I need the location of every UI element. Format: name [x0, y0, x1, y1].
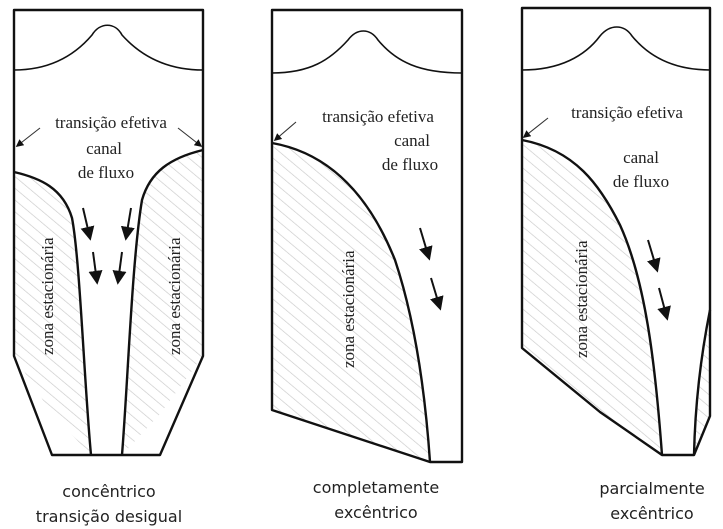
silo-concentric: transição efetiva canal de fluxo zona es…: [12, 8, 205, 457]
flow-boundary: [521, 138, 664, 456]
effective-transition-label: transição efetiva: [571, 103, 683, 122]
flow-arrow: [419, 227, 433, 261]
flow-arrow: [112, 251, 127, 285]
flow-channel-label-line2: de fluxo: [382, 155, 438, 174]
flow-arrow: [647, 239, 661, 273]
flow-arrow: [430, 277, 444, 311]
caption-right-line2: excêntrico: [610, 504, 693, 523]
stationary-zone-label-right: zona estacionária: [165, 237, 184, 355]
silo-partially-eccentric: transição efetiva canal de fluxo zona es…: [520, 6, 712, 457]
flow-boundary-left: [13, 170, 93, 456]
flow-channel-label-line1: canal: [623, 148, 659, 167]
caption-middle-line1: completamente: [313, 478, 439, 497]
flow-channel-label-line2: de fluxo: [78, 163, 134, 182]
caption-left-line2: transição desigual: [36, 507, 182, 526]
stationary-zone-left-hatch: [14, 172, 91, 455]
transition-leader-left: [15, 127, 41, 147]
stationary-zone-hatch: [272, 143, 430, 462]
caption-left-line1: concêntrico: [62, 482, 155, 501]
silo-wall: [270, 8, 464, 464]
stationary-zone-label-left: zona estacionária: [38, 237, 57, 355]
material-surface: [13, 24, 204, 71]
effective-transition-label: transição efetiva: [55, 113, 167, 132]
stationary-zone-hatch-right: [694, 310, 710, 455]
flow-arrow: [80, 207, 95, 241]
caption-right-line1: parcialmente: [599, 479, 704, 498]
flow-boundary-right: [120, 148, 204, 456]
silo-fully-eccentric: transição efetiva canal de fluxo zona es…: [270, 8, 464, 464]
flow-boundary: [271, 141, 432, 463]
material-surface: [521, 26, 711, 71]
flow-channel-label-line2: de fluxo: [613, 172, 669, 191]
material-surface: [271, 30, 463, 74]
caption-middle-line2: excêntrico: [334, 503, 417, 522]
stationary-zone-right-hatch: [122, 150, 203, 455]
effective-transition-label: transição efetiva: [322, 107, 434, 126]
flow-arrow: [88, 251, 103, 285]
flow-channel-label-line1: canal: [86, 139, 122, 158]
transition-leader: [273, 121, 297, 142]
flow-channel-label-line1: canal: [394, 131, 430, 150]
silo-wall: [12, 8, 205, 457]
flow-arrow: [657, 287, 671, 321]
stationary-zone-label: zona estacionária: [339, 250, 358, 368]
transition-leader: [522, 117, 549, 138]
flow-arrow: [120, 207, 135, 241]
flow-boundary-right: [692, 309, 712, 456]
stationary-zone-label: zona estacionária: [572, 240, 591, 358]
transition-leader-right: [177, 127, 203, 147]
